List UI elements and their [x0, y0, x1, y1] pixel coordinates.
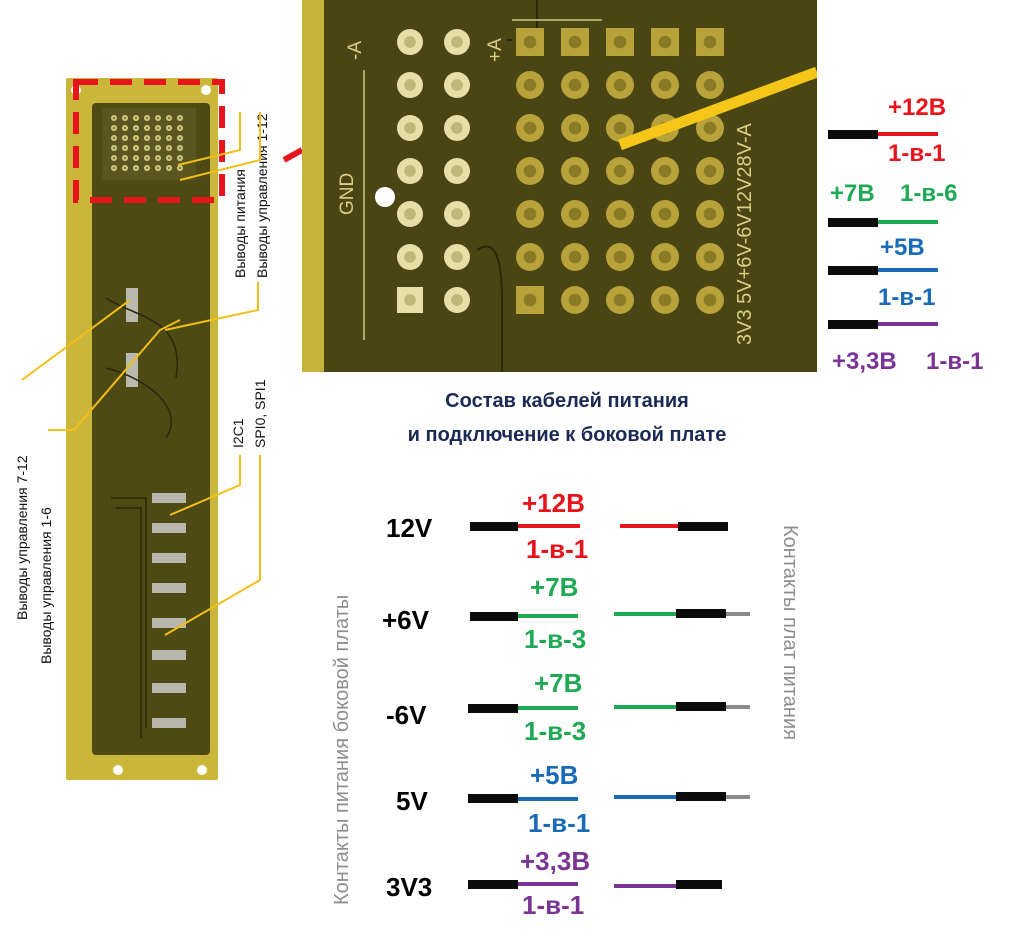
cable-minus6v-label: -6V	[386, 700, 427, 730]
cable-5v-bottom: 1-в-1	[528, 808, 591, 838]
cable-12v-bottom: 1-в-1	[526, 534, 589, 564]
cable-minus6v-top: +7В	[534, 668, 583, 698]
cable-3v3-wire-right	[614, 884, 676, 888]
legend-12v-bottom: 1-в-1	[888, 140, 946, 167]
cable-12v-plug-right	[678, 522, 728, 531]
leader-lines	[21, 112, 261, 636]
cable-3v3-bottom: 1-в-1	[522, 890, 585, 920]
cable-3v3-top: +3,3В	[520, 846, 591, 876]
legend-3v3-plug	[828, 320, 878, 329]
cable-12v-wire-left	[518, 524, 580, 528]
cable-plus6v-label: +6V	[382, 605, 429, 635]
cable-minus6v-plug-right	[676, 702, 726, 711]
cable-plus6v-plug-right	[676, 609, 726, 618]
cable-3v3-plug-right	[676, 880, 722, 889]
connector-zoom: GND -A +A 3V3 5V+6V-6V12V28V-A	[302, 0, 817, 372]
cable-plus6v-top: +7В	[530, 572, 579, 602]
rail-labels: 3V3 5V+6V-6V12V28V-A	[734, 123, 756, 345]
cable-plus6v-tail	[726, 612, 750, 616]
legend-5v-bottom: 1-в-1	[878, 284, 936, 311]
gnd-label: GND	[337, 172, 358, 215]
cable-5v-plug-right	[676, 792, 726, 801]
cable-5v-label: 5V	[396, 786, 428, 816]
minus-a-label: -A	[345, 41, 366, 60]
legend-3v3-right: 1-в-1	[926, 348, 984, 375]
cable-5v-plug-left	[468, 794, 518, 803]
side-label-left: Контакты питания боковой платы	[331, 594, 353, 905]
side-label-right: Контакты плат питания	[779, 525, 801, 740]
title-line-2: и подключение к боковой плате	[407, 424, 727, 446]
cable-3v3-label: 3V3	[386, 872, 433, 902]
legend-3v3-wire	[878, 322, 938, 326]
cable-minus6v-tail	[726, 705, 750, 709]
cable-12v-plug-left	[470, 522, 518, 531]
cable-12v-label: 12V	[386, 513, 433, 543]
cable-3v3-wire-left	[518, 882, 578, 886]
cable-minus6v-bottom: 1-в-3	[524, 716, 587, 746]
cable-5v-wire-right	[614, 795, 676, 799]
legend-12v-top: +12В	[888, 94, 947, 121]
legend-7v-left: +7В	[830, 180, 875, 207]
plus-a-label: +A	[485, 38, 506, 62]
cable-plus6v-plug-left	[470, 612, 518, 621]
cable-12v-wire-right	[620, 524, 678, 528]
legend-5v-wire	[878, 268, 938, 272]
side-board-details	[71, 85, 211, 775]
title-line-1: Состав кабелей питания	[445, 390, 689, 412]
highlight-frame	[73, 79, 304, 203]
cable-plus6v-wire-right	[614, 612, 676, 616]
side-board-body	[92, 103, 210, 755]
legend-7v-wire	[878, 220, 938, 224]
cable-12v-top: +12В	[522, 488, 585, 518]
legend-5v-plug	[828, 266, 878, 275]
legend-5v-top: +5В	[880, 234, 925, 261]
cable-minus6v-wire-left	[518, 706, 578, 710]
cable-minus6v-plug-left	[468, 704, 518, 713]
legend-12v-wire	[878, 132, 938, 136]
cable-5v-tail	[726, 795, 750, 799]
legend-12v-plug	[828, 130, 878, 139]
cable-5v-wire-left	[518, 797, 578, 801]
cable-5v-top: +5В	[530, 760, 579, 790]
cable-plus6v-bottom: 1-в-3	[524, 624, 587, 654]
legend-7v-plug	[828, 218, 878, 227]
legend-7v-right: 1-в-6	[900, 180, 958, 207]
cable-3v3-plug-left	[468, 880, 518, 889]
legend-3v3-left: +3,3В	[832, 348, 897, 375]
cable-plus6v-wire-left	[518, 614, 578, 618]
cable-minus6v-wire-right	[614, 705, 676, 709]
